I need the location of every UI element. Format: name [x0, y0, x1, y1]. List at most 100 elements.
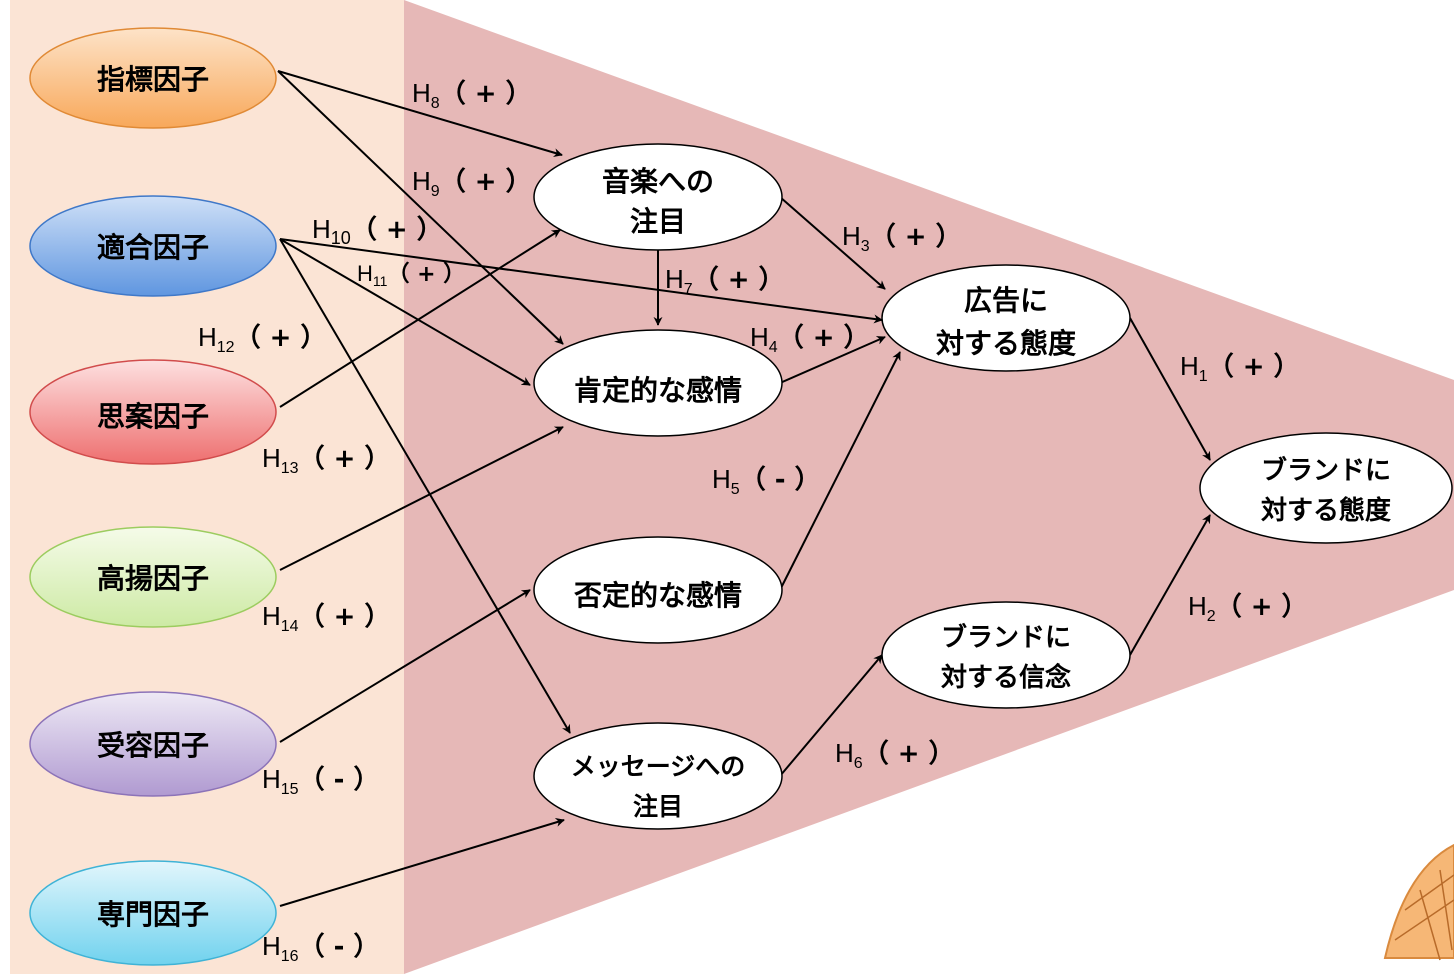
edge-h15	[279, 589, 531, 743]
h-letter: H	[262, 764, 281, 794]
h-letter: H	[262, 443, 281, 473]
factor-node-tekigo: 適合因子	[29, 195, 277, 297]
hypothesis-labels: H8（ + ） H9（ + ） H10（ + ） H11（ + ） H12（ +…	[198, 78, 1308, 965]
hypothesis-label-h12: H12（ + ）	[198, 322, 326, 356]
construct-label-line2: 対する信念	[941, 662, 1071, 693]
factor-label: 高揚因子	[97, 562, 209, 595]
construct-node-message-attention: メッセージへの 注目	[533, 722, 783, 830]
h-sub: 9	[431, 183, 440, 200]
edge-h3	[779, 196, 886, 290]
h-sign: （ - ）	[299, 932, 380, 962]
hypothesis-label-h4: H4（ + ）	[750, 322, 870, 356]
h-letter: H	[712, 464, 731, 494]
edges	[277, 70, 1211, 907]
construct-node-brand-attitude: ブランドに 対する態度	[1199, 432, 1453, 544]
h-letter: H	[835, 738, 854, 768]
factor-node-koyo: 高揚因子	[29, 526, 277, 628]
h-letter: H	[412, 166, 431, 196]
construct-label-line1: 音楽への	[602, 165, 714, 198]
h-sub: 6	[854, 755, 863, 772]
h-sign: （ + ）	[863, 739, 955, 769]
edge-h9	[277, 70, 564, 345]
hypothesis-label-h3: H3（ + ）	[842, 221, 962, 255]
h-sign: （ + ）	[387, 262, 465, 287]
factor-node-senmon: 専門因子	[29, 860, 277, 966]
h-sub: 3	[861, 238, 870, 255]
corner-decoration-icon	[1383, 843, 1454, 961]
h-sub: 14	[281, 618, 299, 635]
hypothesis-label-h1: H1（ + ）	[1180, 351, 1300, 385]
hypothesis-label-h16: H16（ - ）	[262, 931, 379, 965]
construct-label-line2: 対する態度	[1261, 495, 1391, 526]
edge-h5	[779, 351, 901, 591]
edge-h14	[279, 426, 564, 571]
hypothesis-label-h8: H8（ + ）	[412, 78, 532, 112]
construct-node-positive-emotion: 肯定的な感情	[533, 329, 783, 437]
hypothesis-label-h13: H13（ + ）	[262, 443, 390, 477]
hypothesis-label-h15: H15（ - ）	[262, 764, 379, 798]
h-letter: H	[198, 322, 217, 352]
h-sub: 15	[281, 781, 299, 798]
hypothesis-label-h7: H7（ + ）	[665, 264, 785, 298]
edge-h6	[779, 654, 883, 777]
h-sign: （ - ）	[740, 465, 821, 495]
edge-h8	[277, 70, 563, 158]
edge-h12	[279, 229, 561, 408]
construct-label-line1: 広告に	[964, 284, 1048, 317]
construct-node-ad-attitude: 広告に 対する態度	[881, 264, 1131, 372]
factor-label: 適合因子	[97, 231, 209, 264]
edge-h11	[279, 238, 531, 386]
h-letter: H	[750, 322, 769, 352]
factor-node-juyo: 受容因子	[29, 691, 277, 797]
hypothesis-label-h10: H10（ + ）	[312, 214, 443, 248]
h-sub: 10	[331, 228, 351, 248]
h-sign: （ + ）	[440, 167, 532, 197]
construct-label-line1: ブランドに	[941, 622, 1071, 653]
h-letter: H	[262, 931, 281, 961]
factor-label: 指標因子	[97, 63, 209, 96]
construct-node-negative-emotion: 否定的な感情	[533, 536, 783, 644]
construct-label-line2: 注目	[633, 792, 683, 821]
h-letter: H	[412, 78, 431, 108]
h-letter: H	[1188, 591, 1207, 621]
h-letter: H	[1180, 351, 1199, 381]
h-sub: 5	[731, 481, 740, 498]
construct-label-line1: ブランドに	[1261, 455, 1391, 486]
h-letter: H	[842, 221, 861, 251]
hypothesis-label-h9: H9（ + ）	[412, 166, 532, 200]
h-sign: （ + ）	[299, 444, 391, 474]
h-sign: （ + ）	[778, 323, 870, 353]
hypothesis-label-h14: H14（ + ）	[262, 601, 390, 635]
h-sign: （ + ）	[1208, 352, 1300, 382]
edge-h10	[279, 238, 883, 324]
h-sign: （ - ）	[299, 765, 380, 795]
construct-label-line2: 注目	[630, 205, 686, 238]
construct-label-line1: メッセージへの	[571, 752, 746, 781]
factor-label: 専門因子	[97, 898, 209, 931]
h-sign: （ + ）	[351, 215, 443, 245]
factor-node-shihyo: 指標因子	[29, 27, 277, 129]
h-sign: （ + ）	[235, 323, 327, 353]
h-letter: H	[357, 261, 373, 286]
h-letter: H	[665, 264, 684, 294]
construct-label-line2: 対する態度	[936, 327, 1076, 360]
edge-h16	[279, 818, 565, 907]
edge-h4	[779, 336, 886, 384]
hypothesis-label-h6: H6（ + ）	[835, 738, 955, 772]
h-sub: 1	[1199, 368, 1208, 385]
construct-node-brand-belief: ブランドに 対する信念	[881, 601, 1131, 709]
h-sub: 12	[217, 339, 235, 356]
edge-h13	[279, 238, 571, 734]
left-band-background	[10, 0, 404, 974]
factor-label: 思案因子	[97, 400, 209, 433]
h-sign: （ + ）	[299, 602, 391, 632]
hypothesis-label-h2: H2（ + ）	[1188, 591, 1308, 625]
h-sub: 2	[1207, 608, 1216, 625]
h-sign: （ + ）	[693, 265, 785, 295]
h-sign: （ + ）	[1216, 592, 1308, 622]
h-sub: 4	[769, 339, 778, 356]
h-sub: 16	[281, 948, 299, 965]
h-sub: 8	[431, 95, 440, 112]
h-letter: H	[262, 601, 281, 631]
